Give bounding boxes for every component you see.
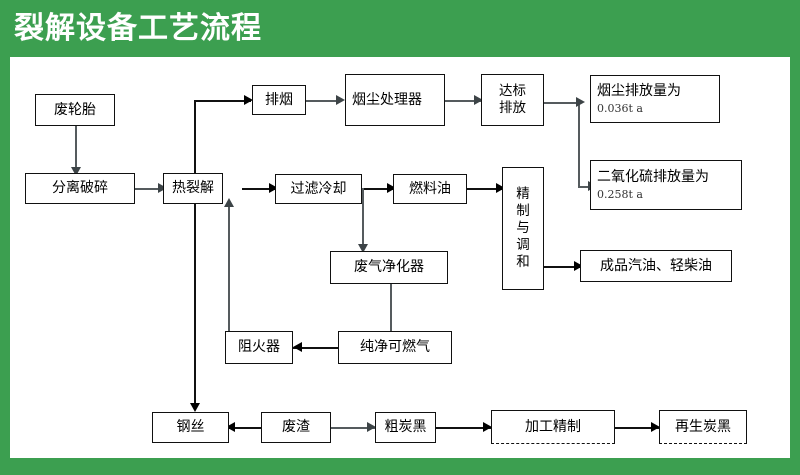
title-band bbox=[0, 0, 800, 57]
edge-tire-to-crush-arrow bbox=[70, 167, 81, 176]
node-pyrolysis[interactable]: 热裂解 bbox=[163, 173, 223, 204]
edge-gas-to-arrester-arrow bbox=[293, 342, 302, 353]
edge-arrester-to-pyrolysis-vline bbox=[228, 203, 230, 348]
edge-steelwire-slag-arrow-left bbox=[226, 422, 235, 433]
node-flame-arrester-label: 阻火器 bbox=[238, 339, 280, 355]
node-steel-wire[interactable]: 钢丝 bbox=[152, 412, 229, 443]
node-clean-fuel-gas[interactable]: 纯净可燃气 bbox=[338, 331, 452, 364]
edge-pyrolysis-to-steelwire-arrow bbox=[190, 403, 200, 412]
node-processing-refining-label: 加工精制 bbox=[525, 418, 581, 435]
node-refine-blend-char-1: 精 bbox=[516, 186, 530, 202]
node-slag-label: 废渣 bbox=[282, 419, 310, 435]
node-standard-emission-label: 达标排放 bbox=[499, 83, 526, 116]
edge-pyrolysis-to-filter-arrow bbox=[269, 183, 278, 194]
node-flame-arrester[interactable]: 阻火器 bbox=[225, 331, 293, 364]
edge-filter-to-purifier-vline bbox=[362, 188, 364, 250]
node-standard-emission[interactable]: 达标排放 bbox=[481, 74, 544, 126]
diagram-canvas: 废轮胎 分离破碎 热裂解 排烟 烟尘处理器 达标排放 烟尘排放量为 0.036t… bbox=[10, 57, 790, 458]
edge-smoke-to-dust-line bbox=[306, 100, 341, 102]
edge-dust-to-standard-arrow bbox=[474, 95, 483, 106]
node-gas-purifier-label: 废气净化器 bbox=[354, 259, 424, 275]
node-pyrolysis-label: 热裂解 bbox=[172, 180, 214, 196]
node-slag[interactable]: 废渣 bbox=[261, 412, 331, 443]
node-separate-crush[interactable]: 分离破碎 bbox=[25, 173, 135, 204]
frame-left-edge bbox=[0, 57, 10, 475]
edge-crush-to-pyrolysis-arrow bbox=[158, 183, 167, 194]
edge-standard-to-dustemission-arrow bbox=[576, 97, 585, 108]
node-dust-treatment[interactable]: 烟尘处理器 bbox=[345, 74, 445, 126]
edge-gas-to-arrester-line bbox=[293, 347, 338, 349]
node-waste-tire-label: 废轮胎 bbox=[54, 101, 96, 118]
edge-fueloil-to-refine-line bbox=[467, 188, 502, 190]
page-title: 裂解设备工艺流程 bbox=[14, 11, 262, 46]
node-steel-wire-label: 钢丝 bbox=[176, 419, 205, 435]
edge-crush-to-pyrolysis-line bbox=[134, 188, 163, 190]
node-crude-carbon-black-label: 粗炭黑 bbox=[384, 419, 427, 435]
edge-steelwire-slag-line bbox=[229, 427, 270, 429]
edge-purifier-to-gas-vline bbox=[390, 284, 392, 338]
edge-fueloil-to-refine-arrow bbox=[496, 183, 505, 194]
node-filter-cooling[interactable]: 过滤冷却 bbox=[275, 174, 362, 204]
node-dust-emission[interactable]: 烟尘排放量为 0.036t a bbox=[590, 75, 720, 123]
edge-refine-to-finished-line bbox=[544, 266, 580, 268]
node-refine-blend[interactable]: 精 制 与 调 和 bbox=[502, 167, 544, 290]
edge-pyrolysis-to-filter-line bbox=[242, 188, 275, 190]
node-fuel-oil-label: 燃料油 bbox=[409, 180, 451, 197]
edge-pyrolysis-to-smoke-hline bbox=[194, 100, 251, 102]
node-fuel-oil[interactable]: 燃料油 bbox=[393, 174, 467, 204]
edge-standard-to-so2-hline bbox=[578, 186, 592, 188]
node-so2-emission-value: 0.258t a bbox=[597, 188, 643, 201]
node-refine-blend-char-3: 与 bbox=[516, 220, 530, 236]
edge-refine-to-finished-arrow bbox=[574, 261, 583, 272]
node-finished-oils-label: 成品汽油、轻柴油 bbox=[600, 257, 712, 274]
node-crude-carbon-black[interactable]: 粗炭黑 bbox=[375, 412, 436, 443]
edge-crude-to-processing-line bbox=[436, 427, 491, 429]
node-clean-fuel-gas-label: 纯净可燃气 bbox=[360, 339, 430, 355]
node-recycled-carbon-black[interactable]: 再生炭黑 bbox=[659, 410, 747, 444]
node-refine-blend-char-4: 调 bbox=[516, 237, 530, 253]
edge-arrester-to-pyrolysis-arrow bbox=[224, 198, 234, 207]
frame-bottom-edge bbox=[0, 458, 800, 475]
edge-tire-to-crush-line bbox=[75, 125, 77, 173]
edge-slag-to-crude-arrow bbox=[367, 422, 376, 433]
edge-filter-to-fueloil-line bbox=[362, 188, 393, 190]
edge-pyrolysis-to-steelwire-vline bbox=[194, 203, 196, 409]
edge-standard-split-hline bbox=[544, 102, 580, 104]
edge-processing-to-recycled-line bbox=[615, 427, 659, 429]
node-exhaust-smoke-label: 排烟 bbox=[265, 91, 293, 108]
edge-standard-split-vline bbox=[578, 102, 580, 187]
node-separate-crush-label: 分离破碎 bbox=[52, 180, 108, 196]
frame-right-edge bbox=[790, 57, 800, 475]
edge-crude-to-processing-arrow bbox=[483, 422, 492, 433]
edge-pyrolysis-to-smoke-vline bbox=[194, 100, 196, 173]
node-dust-treatment-label: 烟尘处理器 bbox=[352, 91, 422, 108]
edge-pyrolysis-to-smoke-arrow bbox=[244, 95, 253, 106]
node-exhaust-smoke[interactable]: 排烟 bbox=[252, 85, 306, 115]
node-refine-blend-char-2: 制 bbox=[516, 203, 530, 219]
edge-filter-to-purifier-arrow bbox=[358, 244, 368, 253]
edge-filter-to-fueloil-arrow bbox=[387, 183, 396, 194]
node-dust-emission-value: 0.036t a bbox=[597, 102, 643, 115]
edge-smoke-to-dust-arrow bbox=[336, 95, 345, 106]
node-processing-refining[interactable]: 加工精制 bbox=[491, 410, 615, 444]
node-filter-cooling-label: 过滤冷却 bbox=[290, 180, 347, 197]
node-so2-emission-title: 二氧化硫排放量为 bbox=[597, 169, 709, 185]
node-finished-oils[interactable]: 成品汽油、轻柴油 bbox=[580, 250, 732, 282]
node-so2-emission[interactable]: 二氧化硫排放量为 0.258t a bbox=[590, 160, 742, 210]
node-recycled-carbon-black-label: 再生炭黑 bbox=[675, 418, 731, 435]
edge-slag-to-crude-line bbox=[331, 427, 375, 429]
node-dust-emission-title: 烟尘排放量为 bbox=[597, 83, 681, 99]
edge-processing-to-recycled-arrow bbox=[651, 422, 660, 433]
node-waste-tire[interactable]: 废轮胎 bbox=[35, 94, 115, 126]
node-gas-purifier[interactable]: 废气净化器 bbox=[330, 251, 448, 284]
node-refine-blend-char-5: 和 bbox=[516, 254, 530, 270]
edge-dust-to-standard-line bbox=[445, 100, 481, 102]
